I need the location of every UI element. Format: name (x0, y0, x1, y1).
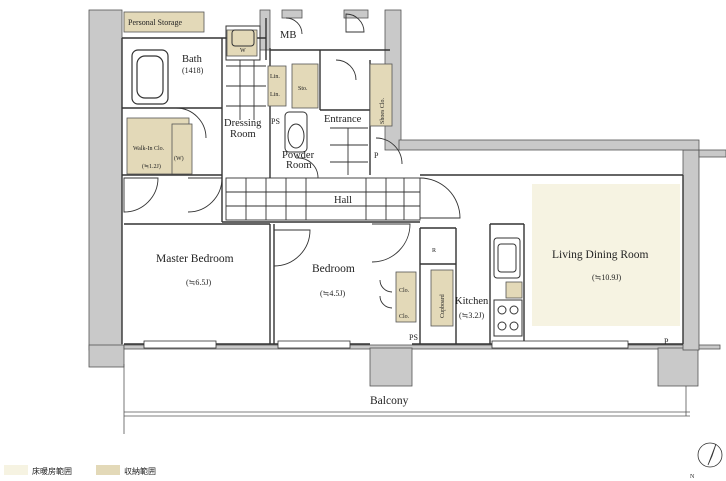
cupboard-zone (430, 269, 454, 327)
walkin-size-label: (≒1.2J) (142, 163, 161, 170)
hall-label: Hall (334, 195, 352, 206)
balcony-label: Balcony (370, 395, 409, 407)
toilet (284, 111, 308, 153)
bedroom-size-label: (≒4.5J) (320, 289, 345, 298)
living-dining-label: Living Dining Room (552, 249, 649, 261)
washbasin (225, 25, 261, 61)
powder-label-1: Powder (282, 150, 315, 161)
balcony-area (123, 364, 690, 434)
bedroom-label: Bedroom (312, 263, 355, 275)
personal-storage-label: Personal Storage (128, 18, 182, 27)
r-label: R (432, 248, 436, 254)
ps-label-1: PS (271, 117, 280, 126)
legend-storage-swatch (96, 465, 120, 475)
sto-storage-zone (291, 63, 319, 109)
walkin-w-zone (171, 123, 193, 175)
windows (143, 340, 629, 349)
floor-heating-zone (532, 184, 680, 326)
bathtub (131, 49, 169, 105)
bath-size-label: (1418) (182, 66, 204, 75)
personal-storage-zone (123, 11, 205, 33)
legend-floor-heating-swatch (4, 465, 28, 475)
bath-label: Bath (182, 54, 203, 65)
kitchen-size-label: (≒3.2J) (459, 311, 484, 320)
cupboard-label: Cupboard (440, 294, 446, 318)
clo-label-1: Clo. (399, 288, 410, 294)
lin-label-2: Lin. (270, 92, 280, 98)
lin-storage-zone (267, 65, 287, 107)
door-swings (123, 13, 461, 309)
legend-storage-label: 収納範囲 (124, 466, 156, 476)
clo-label-2: Clo. (399, 314, 410, 320)
north-compass-icon (697, 442, 723, 468)
mb-label: MB (280, 30, 296, 41)
master-bedroom-label: Master Bedroom (156, 253, 234, 265)
legend-floor-heating-label: 床暖房範囲 (32, 466, 72, 476)
dressing-label-1: Dressing (224, 118, 262, 129)
kitchen-label: Kitchen (455, 296, 489, 307)
entrance-label: Entrance (324, 114, 362, 125)
floor-tiles (225, 60, 421, 221)
clo-zone (395, 271, 417, 323)
walkin-clo-label: Walk-In Clo. (133, 146, 165, 152)
w-label: W (240, 48, 246, 54)
dressing-label-2: Room (230, 129, 256, 140)
p-label-1: P (374, 151, 379, 160)
room-labels: Personal Storage MB W Bath (1418) Lin. L… (32, 18, 695, 480)
kitchen-counter-zone (505, 281, 523, 299)
sto-label: Sto. (298, 86, 308, 92)
p-label-2: P (664, 337, 669, 346)
stove (493, 299, 523, 337)
shoes-clo-label: Shoes Clo. (380, 97, 386, 124)
master-size-label: (≒6.5J) (186, 278, 211, 287)
living-size-label: (≒10.9J) (592, 273, 621, 282)
powder-label-2: Room (286, 160, 312, 171)
walkin-w-label: (W) (174, 155, 184, 162)
compass-north-label: N (690, 474, 695, 480)
ps-label-2: PS (409, 333, 418, 342)
lin-label-1: Lin. (270, 74, 280, 80)
shoes-clo-zone (369, 63, 393, 127)
kitchen-sink (493, 237, 521, 279)
